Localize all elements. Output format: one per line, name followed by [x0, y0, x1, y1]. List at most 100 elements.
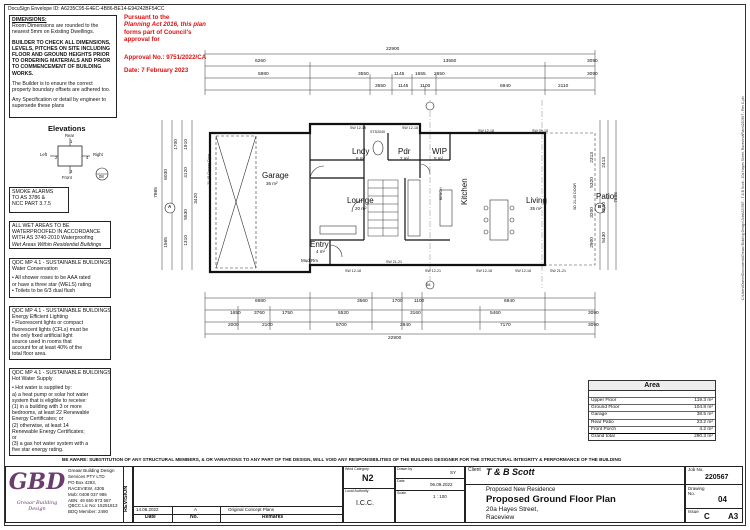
address-line: Raceview — [486, 514, 515, 521]
dim-bottom: 1650 — [230, 311, 241, 316]
docusign-envelope-id: DocuSign Envelope ID: A6235C95-E4EC-4B86… — [8, 6, 165, 12]
qdc-hot-water-note: QDC MP 4.1 - SUSTAINABLE BUILDINGS Hot W… — [9, 368, 111, 456]
qdc-line: five star energy rating. — [12, 447, 64, 454]
window-tag: SW 12-18 — [345, 269, 361, 273]
smoke-line: NCC PART 3.7.5 — [12, 201, 51, 208]
job-divider — [685, 484, 743, 485]
file-path-side-text: C:\Users\Owner\Documents\Greaar Building… — [741, 96, 745, 300]
elevation-number-2: 2 — [55, 155, 58, 160]
area-table-title: Area — [589, 381, 715, 391]
revision-date: 14.06.2022 — [136, 507, 159, 512]
wind-category-label: Wind Category — [345, 467, 369, 471]
revision-strip — [123, 466, 133, 523]
elevations-title: Elevations — [48, 124, 86, 133]
area-label: Grand total — [589, 432, 663, 441]
drawing-title: Proposed Ground Floor Plan — [486, 494, 616, 505]
qdc-line: QDC MP 4.1 - SUSTAINABLE BUILDINGS — [12, 308, 111, 314]
area-value: 38.5 m² — [662, 411, 715, 420]
room-area-lndy: 6 m² — [356, 156, 365, 161]
issue-value: C — [704, 512, 710, 521]
client-name: T & B Scott — [486, 467, 535, 477]
scale-value: 1 : 100 — [433, 494, 447, 499]
elevation-number-4: 4 — [86, 155, 89, 160]
room-label-mudrm: Mud Rm — [301, 258, 319, 263]
room-area-lounge: 20 m² — [355, 206, 367, 211]
drawn-divider — [395, 478, 465, 479]
revision-header-remarks: Remarks — [262, 514, 284, 520]
window-tag: SW 12-18 — [476, 269, 492, 273]
floor-plan-drawing — [161, 50, 617, 338]
dimensions-line: TO ORDERING MATERIALS AND PRIOR — [12, 58, 111, 65]
dim-left: 3420 — [193, 193, 199, 204]
wet-areas-note: ALL WET AREAS TO BE WATERPROOFED IN ACCO… — [9, 221, 111, 249]
revision-header-no: No. — [190, 514, 199, 520]
room-label-lndy: Lndy — [352, 147, 370, 156]
dim-top: 1100 — [420, 84, 431, 89]
dimensions-line: FLOOR AND GROUND HEIGHTS PRIOR — [12, 52, 110, 59]
dim-left: 4120 — [183, 167, 189, 178]
room-area-pdr: 2 m² — [400, 156, 409, 161]
local-authority-label: Local Authority — [345, 489, 369, 493]
client-block — [465, 466, 685, 523]
area-label: Upper Floor — [589, 396, 663, 405]
dim-left: 1565 — [163, 237, 169, 248]
area-label: Ground Floor — [589, 404, 663, 412]
approval-date: Date: 7 February 2023 — [124, 67, 189, 75]
local-authority-value: I.C.C. — [356, 500, 374, 507]
sheet-size: A3 — [728, 512, 739, 521]
dimensions-line: Room Dimensions are rounded to the — [12, 23, 99, 30]
dim-top: 13550 — [443, 59, 457, 64]
dimensions-note: DIMENSIONS: Room Dimensions are rounded … — [9, 15, 117, 118]
revision-row-line — [133, 506, 343, 507]
area-label: Garage — [589, 411, 663, 420]
dim-bottom: 1100 — [414, 299, 425, 304]
wind-divider — [343, 488, 395, 489]
area-label: Front Porch — [589, 425, 663, 434]
logo-subtitle: Greaar Building Design — [16, 500, 58, 512]
elevation-right-label: Right — [93, 152, 103, 157]
dim-bottom: 3560 — [357, 299, 368, 304]
room-label-entry: Entry — [310, 240, 329, 249]
qdc-line: the only fixed artificial light — [12, 332, 73, 339]
dim-left: 7865 — [153, 187, 159, 198]
qdc-line: QDC MP 4.1 - SUSTAINABLE BUILDINGS — [12, 260, 111, 266]
elevation-number-1: 1 — [70, 139, 73, 144]
dimensions-line: supersede these plans — [12, 103, 65, 110]
dim-right: 2900 — [589, 237, 595, 248]
room-label-garage: Garage — [262, 171, 289, 180]
area-value: 104.8 m² — [662, 404, 715, 412]
approval-line: forms part of Council's — [124, 28, 192, 36]
job-no-label: Job No. — [688, 467, 704, 472]
room-label-patio: Patio — [596, 192, 615, 201]
dim-top: 3090 — [587, 59, 598, 64]
qdc-line: account for at least 40% of the — [12, 345, 83, 352]
dim-top: 1145 — [398, 84, 409, 89]
revision-header-line — [133, 514, 343, 515]
date-value: 06.09.2022 — [430, 482, 453, 487]
dim-bottom-overall: 22900 — [388, 336, 402, 341]
area-value: 23.2 m² — [662, 418, 715, 427]
section-marker-a: A — [168, 204, 172, 209]
dim-bottom: 5460 — [490, 311, 501, 316]
window-tag: SW 12-18 — [402, 126, 418, 130]
qdc-line: a) a heat pump or solar hot water — [12, 391, 89, 398]
dim-left: 1310 — [183, 235, 189, 246]
job-block — [685, 466, 743, 523]
qdc-line: (1) in a building with 3 or more — [12, 404, 82, 411]
approval-line: approval for — [124, 36, 160, 44]
qdc-line: (2) otherwise, at least 14 — [12, 422, 69, 429]
dim-left: 6030 — [163, 169, 169, 180]
dim-top: 3550 — [375, 84, 386, 89]
company-line: ABN: 49 650 973 587 — [68, 497, 112, 503]
drawn-by-label: Drawn by — [397, 467, 413, 471]
dim-top: 3550 — [358, 72, 369, 77]
dim-bottom: 3160 — [410, 311, 421, 316]
window-tag: SW 12-18 — [350, 126, 366, 130]
wet-line: WATERPROOFED IN ACCORDANCE — [12, 229, 101, 236]
job-no-value: 220567 — [705, 474, 729, 481]
qdc-line: or have a three star (WELS) rating — [12, 281, 91, 288]
dim-bottom: 2100 — [262, 323, 273, 328]
